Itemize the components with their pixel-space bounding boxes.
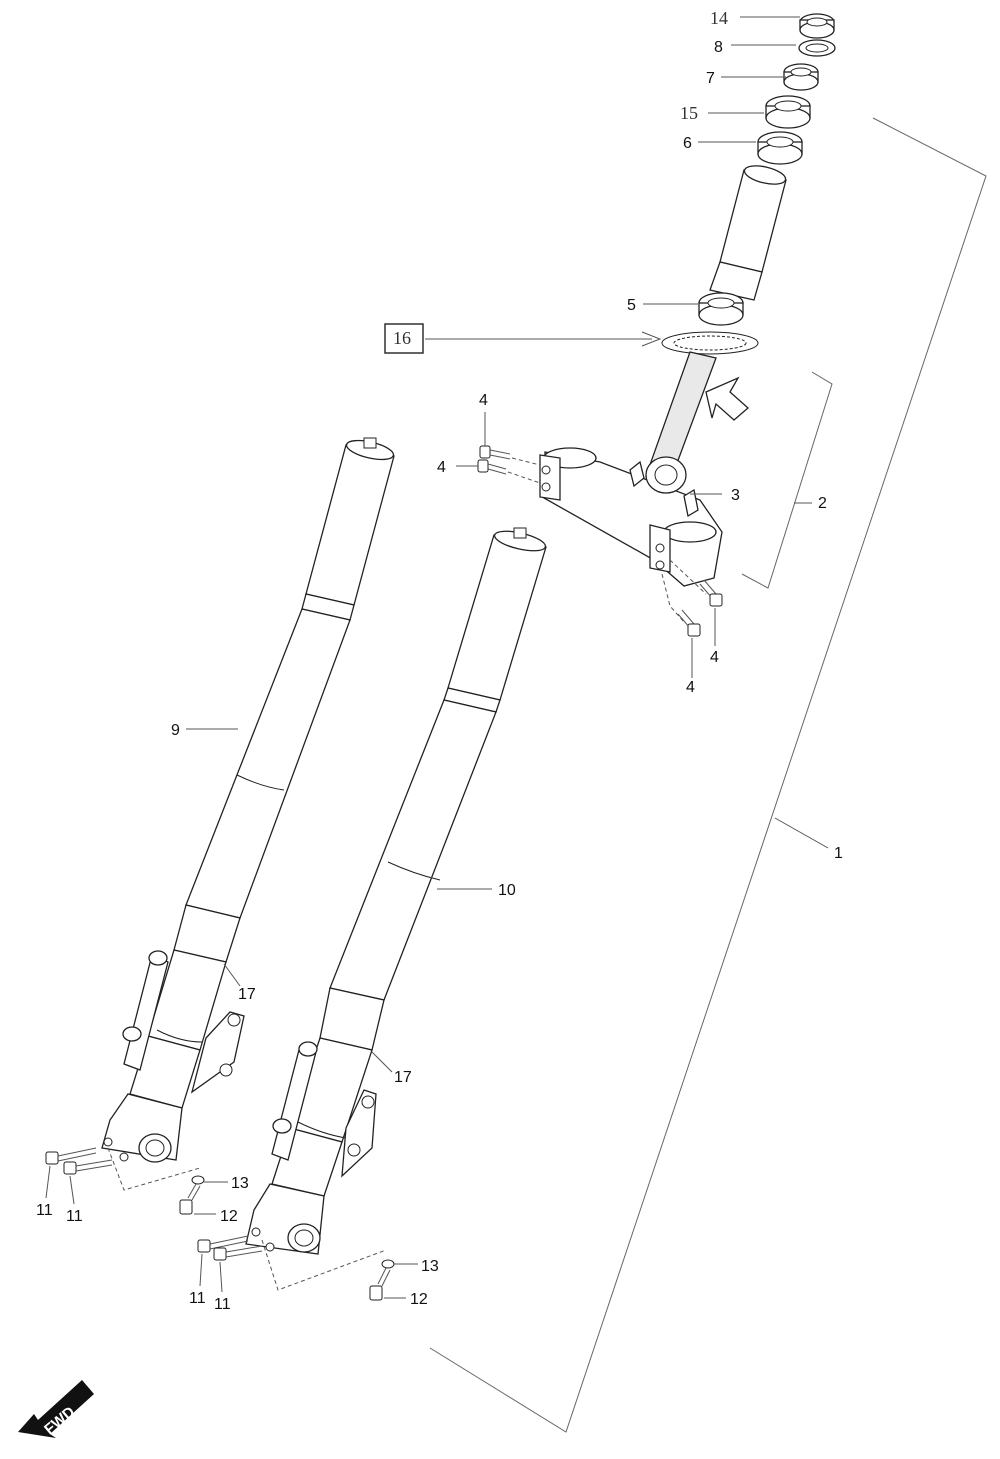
- grease-16-area: [661, 331, 759, 355]
- lower-triple-clamp-3: [539, 447, 723, 587]
- assembly-brace-2: [741, 371, 833, 589]
- callout-16-box: 16: [384, 323, 424, 354]
- callout-17-right: 17: [394, 1069, 412, 1086]
- clamp-bolt-4a: [479, 445, 541, 466]
- callout-10: 10: [498, 882, 516, 899]
- callout-12-left: 12: [220, 1208, 238, 1225]
- callout-11-left-b: 11: [66, 1208, 83, 1225]
- callout-3: 3: [731, 487, 740, 504]
- callout-13-right: 13: [421, 1258, 439, 1275]
- steering-tube: [709, 165, 787, 301]
- leader-lines: [45, 16, 800, 1299]
- callout-1: 1: [834, 845, 843, 862]
- lower-bearing-5: [698, 292, 744, 326]
- callout-4-bottom: 4: [686, 679, 695, 696]
- clamp-bolt-4b: [477, 459, 541, 484]
- callout-17-left: 17: [238, 986, 256, 1003]
- clamp-bolt-4d: [661, 573, 701, 637]
- callout-4-left: 4: [437, 459, 446, 476]
- lock-nut-14: [799, 13, 835, 39]
- dust-seal-15: [765, 95, 811, 129]
- upper-bearing-6: [757, 131, 803, 165]
- direction-arrow-icon: [705, 376, 749, 421]
- fork-leg-9: [101, 437, 395, 1163]
- callout-16: 16: [393, 328, 411, 348]
- callout-7: 7: [706, 70, 715, 87]
- callout-4-right: 4: [710, 649, 719, 666]
- callout-11-right-b: 11: [214, 1296, 231, 1313]
- lock-washer-8: [798, 39, 836, 57]
- callout-8: 8: [714, 39, 723, 56]
- callout-11-left-a: 11: [36, 1202, 53, 1219]
- callout-9: 9: [171, 722, 180, 739]
- assembly-brace-1: [429, 117, 987, 1433]
- pinch-bolt-12-right: [369, 1259, 395, 1301]
- callout-12-right: 12: [410, 1291, 428, 1308]
- callout-13-left: 13: [231, 1175, 249, 1192]
- pinch-bolt-12-left: [179, 1175, 205, 1215]
- callout-6: 6: [683, 135, 692, 152]
- clamp-bolt-4c: [669, 559, 723, 607]
- callout-2: 2: [818, 495, 827, 512]
- fork-leg-10: [245, 527, 547, 1255]
- axle-bolts-11-right: [197, 1235, 387, 1291]
- callout-14: 14: [710, 8, 728, 28]
- axle-bolts-11-left: [45, 1147, 201, 1191]
- fwd-arrow-badge: FWD: [18, 1380, 94, 1438]
- callout-4-top: 4: [479, 392, 488, 409]
- callout-15: 15: [680, 103, 698, 123]
- adjust-nut-7: [783, 63, 819, 91]
- callout-5: 5: [627, 297, 636, 314]
- callout-11-right-a: 11: [189, 1290, 206, 1307]
